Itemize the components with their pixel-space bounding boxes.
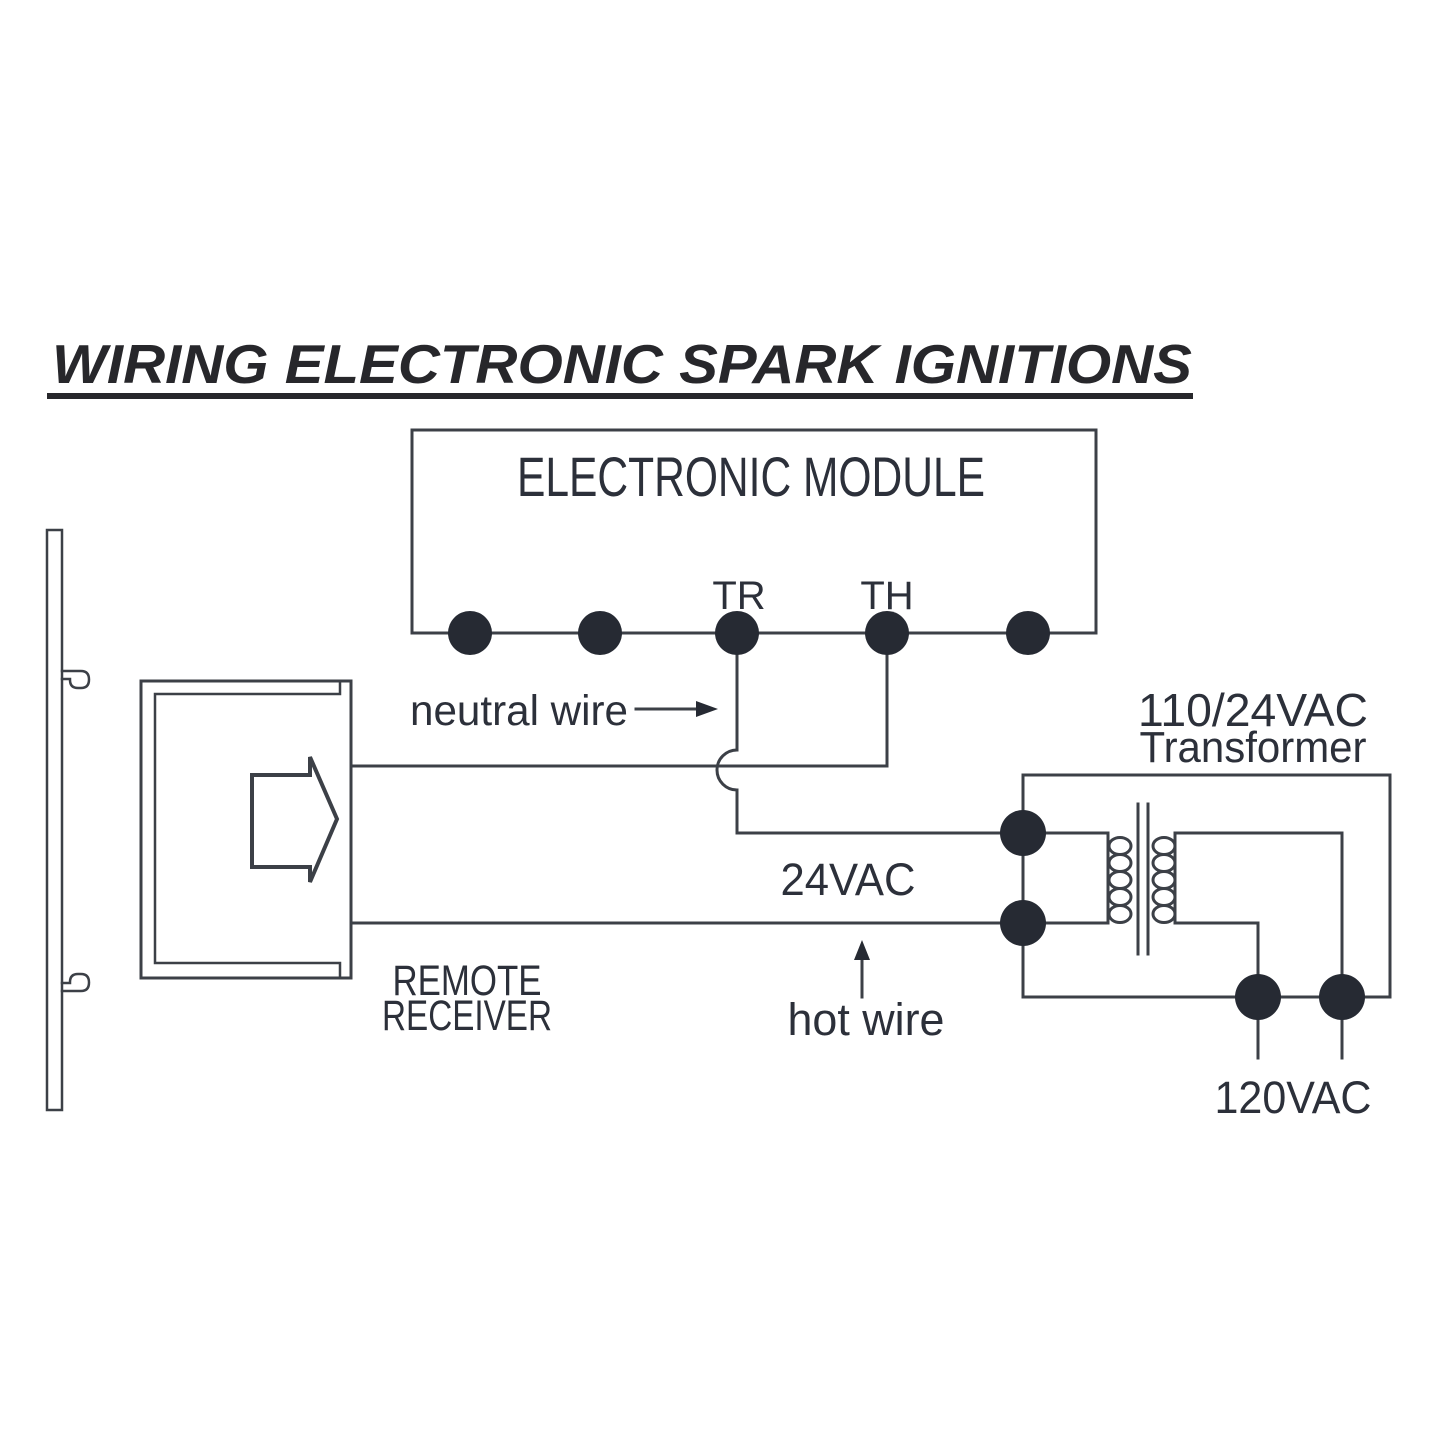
- transformer-label-line1: 110/24VAC: [1138, 684, 1368, 736]
- receiver-label-line1: REMOTE: [393, 957, 542, 1005]
- receiver-box: [139, 679, 353, 980]
- page-title: WIRING ELECTRONIC SPARK IGNITIONS: [52, 333, 1192, 395]
- transformer-core: [1136, 802, 1150, 956]
- wall-clip-top: [60, 669, 91, 690]
- wall-clip-bottom: [60, 972, 91, 993]
- transformer-dot-secondary-right: [1319, 974, 1365, 1020]
- wire-jump-hop: [715, 748, 739, 792]
- transformer-dot-primary-bottom: [1000, 900, 1046, 946]
- receiver-arrow-icon: [250, 756, 340, 883]
- transformer-label-line2: Transformer: [1140, 723, 1367, 772]
- module-terminal-dot-5: [1006, 611, 1050, 655]
- transformer-dot-secondary-left: [1235, 974, 1281, 1020]
- terminal-label-tr: TR: [712, 574, 765, 618]
- receiver-inner-outline: [153, 679, 342, 980]
- label-120vac: 120VAC: [1215, 1072, 1372, 1123]
- transformer-dot-primary-top: [1000, 810, 1046, 856]
- label-24vac: 24VAC: [781, 854, 916, 905]
- terminal-label-th: TH: [860, 574, 913, 618]
- neutral-arrow-icon: [696, 701, 718, 717]
- transformer-box: [1021, 773, 1392, 999]
- hot-wire-label: hot wire: [788, 994, 945, 1045]
- transformer-secondary-wires: [1173, 831, 1344, 999]
- hot-arrow-icon: [854, 940, 870, 960]
- receiver-label-line2: RECEIVER: [382, 992, 552, 1040]
- module-terminal-dot-1: [448, 611, 492, 655]
- module-label: ELECTRONIC MODULE: [517, 445, 985, 508]
- neutral-wire-label: neutral wire: [410, 687, 628, 735]
- primary-coil: [1107, 836, 1133, 924]
- secondary-coil: [1151, 836, 1177, 924]
- module-terminal-dot-2: [578, 611, 622, 655]
- module-terminal-dot-tr: [715, 611, 759, 655]
- wall-plate: [45, 528, 64, 1112]
- module-terminal-dot-th: [865, 611, 909, 655]
